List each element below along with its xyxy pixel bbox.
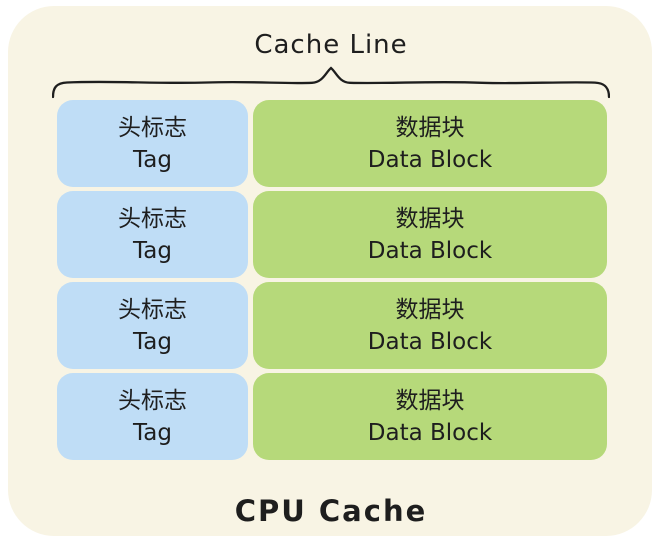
curly-brace-icon	[52, 66, 610, 99]
tag-label-zh: 头标志	[118, 296, 187, 323]
tag-label-zh: 头标志	[118, 114, 187, 141]
tag-label-zh: 头标志	[118, 205, 187, 232]
data-block-box: 数据块 Data Block	[253, 191, 607, 278]
tag-box: 头标志 Tag	[57, 191, 248, 278]
data-label-zh: 数据块	[395, 387, 465, 414]
data-block-box: 数据块 Data Block	[253, 373, 607, 460]
cache-line-row: 头标志 Tag 数据块 Data Block	[57, 282, 607, 369]
cache-line-row: 头标志 Tag 数据块 Data Block	[57, 373, 607, 460]
tag-box: 头标志 Tag	[57, 100, 248, 187]
data-label-en: Data Block	[367, 328, 493, 355]
data-label-en: Data Block	[367, 146, 493, 173]
tag-label-en: Tag	[133, 146, 172, 173]
data-label-zh: 数据块	[395, 205, 465, 232]
tag-box: 头标志 Tag	[57, 373, 248, 460]
data-label-zh: 数据块	[395, 296, 465, 323]
data-label-en: Data Block	[367, 419, 493, 446]
cache-rows: 头标志 Tag 数据块 Data Block 头标志 Tag 数据块 Data …	[57, 100, 607, 460]
cache-line-row: 头标志 Tag 数据块 Data Block	[57, 100, 607, 187]
data-block-box: 数据块 Data Block	[253, 100, 607, 187]
data-label-en: Data Block	[367, 237, 493, 264]
tag-label-en: Tag	[133, 237, 172, 264]
tag-label-zh: 头标志	[118, 387, 187, 414]
tag-box: 头标志 Tag	[57, 282, 248, 369]
tag-label-en: Tag	[133, 419, 172, 446]
cache-line-label: Cache Line	[254, 30, 408, 60]
data-block-box: 数据块 Data Block	[253, 282, 607, 369]
cache-line-row: 头标志 Tag 数据块 Data Block	[57, 191, 607, 278]
tag-label-en: Tag	[133, 328, 172, 355]
diagram-title: CPU Cache	[234, 494, 428, 528]
data-label-zh: 数据块	[395, 114, 465, 141]
